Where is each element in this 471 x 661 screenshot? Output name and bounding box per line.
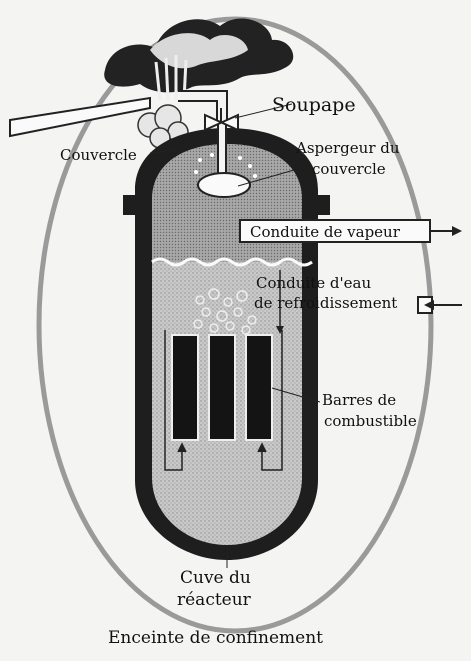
label-enceinte: Enceinte de confinement: [108, 628, 323, 648]
cooling-water-pipe: [276, 270, 462, 334]
label-cuve-2: réacteur: [177, 590, 252, 610]
fuel-rod: [245, 334, 273, 441]
steam-pipe: [239, 219, 462, 243]
fuel-rods: [171, 334, 273, 441]
label-aspergeur-2: couvercle: [312, 160, 386, 178]
label-couvercle: Couvercle: [60, 146, 137, 164]
water-surface: [151, 257, 313, 267]
relief-valve: [204, 108, 239, 132]
label-aspergeur-1: Aspergeur du: [295, 139, 400, 157]
label-barres-2: combustible: [324, 412, 417, 430]
label-conduite-vapeur: Conduite de vapeur: [250, 223, 401, 241]
vent-pipe: [9, 90, 228, 138]
leader-lines: [149, 103, 321, 568]
fuel-rod: [208, 334, 236, 441]
smoke-cloud: [104, 18, 294, 101]
label-cuve-1: Cuve du: [180, 568, 251, 588]
bubbles: [193, 288, 257, 335]
fuel-rod: [171, 334, 199, 441]
label-barres-1: Barres de: [322, 391, 396, 409]
label-conduite-eau-2: de refroidissement: [254, 294, 397, 312]
label-soupape: Soupape: [272, 94, 356, 116]
head-sprayer: [194, 122, 257, 198]
circulation-arrows: [164, 330, 283, 471]
label-conduite-eau-1: Conduite d'eau: [256, 274, 371, 292]
containment-ring: [36, 16, 434, 634]
